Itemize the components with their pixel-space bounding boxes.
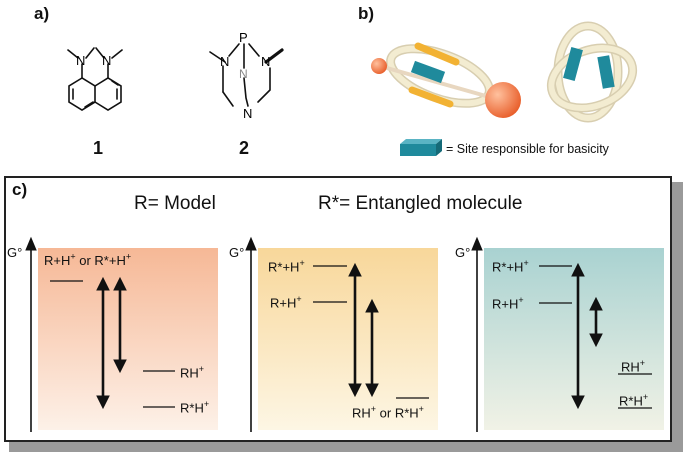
axis-label-2: G° (229, 245, 245, 260)
compound-1-atom-n-right: N (102, 53, 111, 68)
diagram-2-lines (245, 236, 429, 432)
axis-label-3: G° (455, 245, 471, 260)
level-label-1-3: R*H+ (180, 399, 210, 416)
entangled-molecule-illustration (371, 21, 638, 123)
heading-model: R= Model (134, 193, 216, 214)
level-label-3-1: R*+H+ (492, 258, 529, 275)
diagram-3-lines (471, 236, 652, 432)
compound-1-structure: N N (67, 47, 123, 111)
panel-c-label: c) (12, 180, 28, 199)
panel-a-label: a) (34, 4, 50, 23)
level-label-3-3: RH+ (621, 358, 646, 375)
diagram-1-lines (25, 236, 175, 432)
compound-2-structure: P N N N N (209, 30, 284, 121)
stopper-ball-large (485, 82, 521, 118)
stopper-ball-small (371, 58, 387, 74)
axis-label-1: G° (7, 245, 23, 260)
level-label-3-2: R+H+ (492, 295, 524, 312)
basic-site-legend-icon (400, 139, 442, 156)
compound-2-atom-p: P (239, 30, 248, 45)
panel-b-label: b) (358, 4, 375, 23)
compound-2-atom-n4: N (243, 106, 252, 121)
level-label-1-1: R+H+ or R*+H+ (44, 252, 132, 269)
compound-1-atom-n-left: N (76, 53, 85, 68)
compound-2-atom-n2: N (261, 54, 270, 69)
basic-site-block-3 (597, 55, 615, 89)
level-label-1-2: RH+ (180, 364, 205, 381)
level-label-2-2: R+H+ (270, 294, 302, 311)
level-label-2-3: RH+ or R*H+ (352, 404, 424, 421)
compound-2-atom-n1: N (220, 54, 229, 69)
level-label-3-4: R*H+ (619, 392, 649, 409)
compound-1-number: 1 (93, 138, 104, 158)
basic-site-block-2 (563, 46, 583, 82)
diagram-2-background (258, 248, 438, 430)
compound-2-atom-n3: N (239, 67, 248, 81)
compound-2-number: 2 (239, 138, 250, 158)
basic-site-legend-text: = Site responsible for basicity (446, 142, 609, 156)
heading-entangled: R*= Entangled molecule (318, 193, 523, 214)
basic-site-block-1 (410, 60, 446, 84)
level-label-2-1: R*+H+ (268, 258, 305, 275)
diagram-1-background (38, 248, 218, 430)
